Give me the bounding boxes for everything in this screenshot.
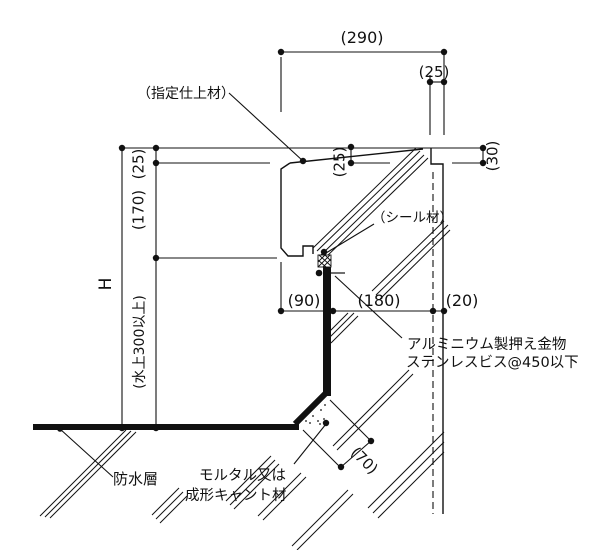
finish-material-leader bbox=[228, 92, 304, 162]
dim-90-label: (90) bbox=[288, 291, 321, 310]
dimension-lines bbox=[121, 51, 484, 469]
dim-h-label: H bbox=[96, 278, 116, 291]
aluminum-fitting-label-line2: ステンレスビス@450以下 bbox=[406, 354, 579, 371]
waterproof-layer-leader bbox=[59, 428, 114, 478]
dim-170-label: (170) bbox=[130, 190, 148, 230]
dim-20-label: (20) bbox=[446, 291, 479, 310]
finish-material-label: （指定仕上材） bbox=[137, 86, 235, 102]
sealant-block bbox=[317, 254, 332, 268]
mortar-stipple bbox=[305, 404, 326, 425]
cant-label-line1: モルタル又は bbox=[199, 467, 286, 484]
dim-290-label: (290) bbox=[340, 28, 383, 47]
cant-leader bbox=[293, 423, 327, 465]
seal-material-leader bbox=[325, 223, 375, 254]
aluminum-fitting-label-line1: アルミニウム製押え金物 bbox=[407, 336, 566, 353]
dim-upstand-label: (水上300以上) bbox=[132, 295, 148, 389]
dimension-dots bbox=[57, 48, 487, 471]
waterproofing-layer bbox=[33, 266, 331, 430]
dim-25-mid-label: (25) bbox=[331, 147, 349, 178]
waterproof-layer-label: 防水層 bbox=[113, 470, 158, 488]
hatch-lines bbox=[39, 147, 451, 550]
dim-70-label: (70) bbox=[347, 443, 382, 478]
dim-30-label: (30) bbox=[484, 141, 502, 172]
aluminum-fitting-leader bbox=[334, 275, 403, 339]
seal-material-label: （シール材） bbox=[372, 210, 453, 226]
leader-lines bbox=[59, 92, 403, 478]
dim-25-top-label: (25) bbox=[419, 63, 450, 81]
coping-profile bbox=[280, 148, 444, 514]
dim-180-label: (180) bbox=[357, 291, 400, 310]
screw-symbol bbox=[315, 269, 345, 277]
cant-label-line2: 成形キャント材 bbox=[185, 487, 287, 504]
cant-face bbox=[292, 390, 329, 427]
dim-25-left-label: (25) bbox=[130, 149, 148, 180]
